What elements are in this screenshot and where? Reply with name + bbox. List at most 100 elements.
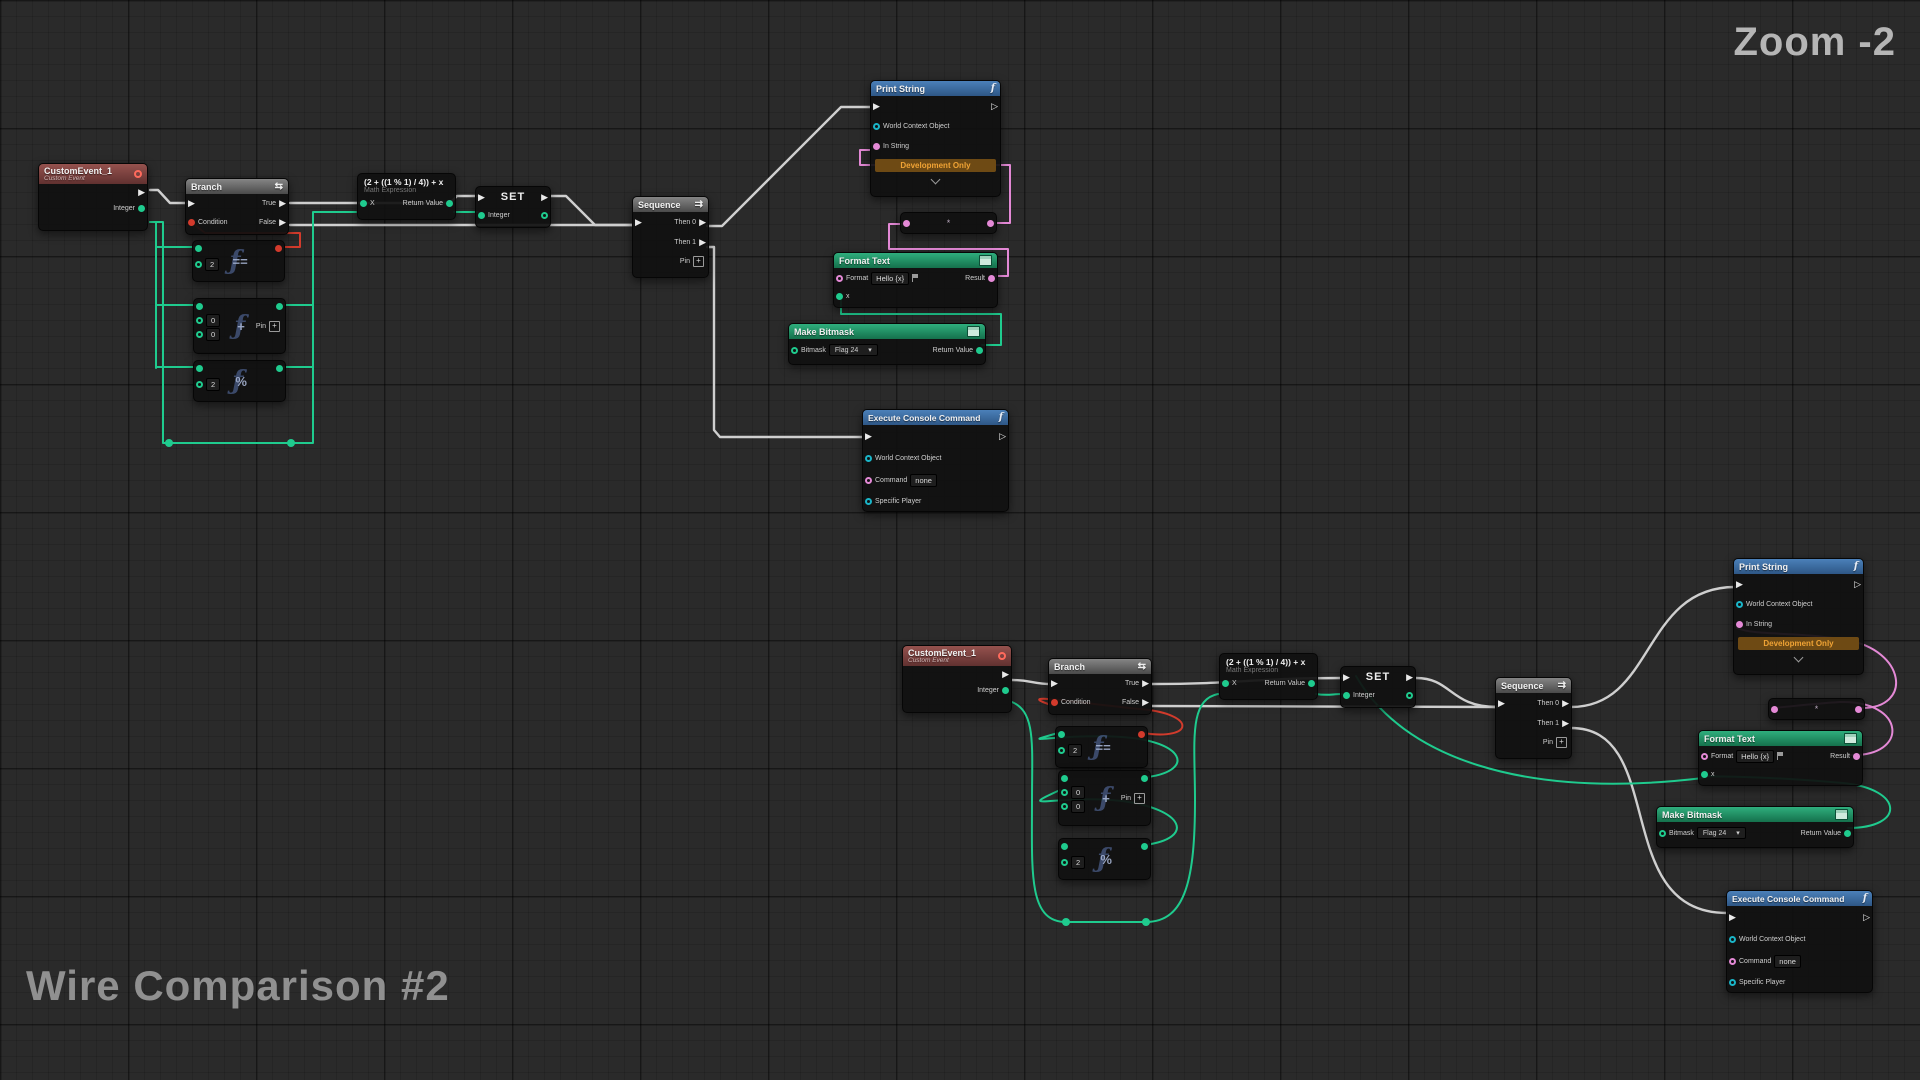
value-input[interactable]: 0 <box>206 327 221 341</box>
exec-out-pin[interactable]: ▷ <box>1863 911 1870 922</box>
operand-b-pin[interactable] <box>1061 802 1068 810</box>
value-out-pin[interactable] <box>1406 691 1413 699</box>
result-out-pin[interactable] <box>1141 842 1148 850</box>
then1-out-pin[interactable]: ▶ <box>1562 717 1569 728</box>
operand-b-pin[interactable] <box>1061 858 1068 866</box>
world-context-pin[interactable] <box>865 454 872 462</box>
format-pin[interactable] <box>836 274 843 282</box>
world-context-pin[interactable] <box>873 122 880 130</box>
exec-in-pin[interactable]: ▶ <box>188 198 195 208</box>
modulo-node[interactable]: ƒ% 2 <box>193 360 286 402</box>
operand-a-pin[interactable] <box>1061 788 1068 796</box>
operand-b-pin[interactable] <box>196 380 203 388</box>
world-context-pin[interactable] <box>1736 600 1743 608</box>
math-expression-node[interactable]: (2 + ((1 % 1) / 4)) + x Math Expression … <box>1219 653 1318 700</box>
bitmask-dropdown[interactable]: Flag 24▾ <box>828 344 878 356</box>
add-node[interactable]: ƒ+ 0 0 Pin+ <box>193 298 286 354</box>
to-text-node[interactable]: * <box>1768 698 1865 720</box>
operand-a-pin[interactable] <box>196 316 203 324</box>
add-pin-button[interactable]: + <box>1134 793 1145 804</box>
set-node[interactable]: ▶SET▶ Integer <box>1340 666 1416 708</box>
operand-in-pin[interactable] <box>1058 730 1065 738</box>
exec-out-pin[interactable]: ▶ <box>1002 668 1009 679</box>
set-node[interactable]: ▶SET▶ Integer <box>475 186 551 228</box>
sequence-node[interactable]: Sequence⇉ ▶Then 0▶ Then 1▶ Pin+ <box>632 196 709 278</box>
then0-out-pin[interactable]: ▶ <box>1562 697 1569 708</box>
exec-in-pin[interactable]: ▶ <box>865 430 872 441</box>
format-input[interactable]: Hello {x} <box>871 271 910 285</box>
add-pin-button[interactable]: + <box>693 255 704 267</box>
command-input[interactable]: none <box>1774 954 1801 968</box>
format-pin[interactable] <box>1701 752 1708 760</box>
operand-b-pin[interactable] <box>196 330 203 338</box>
false-out-pin[interactable]: ▶ <box>279 217 286 227</box>
result-out-pin[interactable] <box>1141 774 1148 782</box>
exec-in-pin[interactable]: ▶ <box>1051 678 1058 688</box>
operand-in-pin[interactable] <box>1061 774 1068 782</box>
integer-in-pin[interactable] <box>1343 691 1350 699</box>
value-input[interactable]: 0 <box>206 313 221 327</box>
command-pin[interactable] <box>1729 957 1736 965</box>
bitmask-pin[interactable] <box>1659 829 1666 837</box>
value-input[interactable]: 2 <box>205 257 220 271</box>
string-out-pin[interactable] <box>987 219 995 227</box>
x-in-pin[interactable] <box>1222 679 1229 687</box>
custom-event-node[interactable]: CustomEvent_1 Custom Event ▶ Integer <box>38 163 148 231</box>
result-out-pin[interactable] <box>988 274 995 282</box>
collapse-chevron-icon[interactable] <box>1793 652 1804 663</box>
string-in-pin[interactable] <box>1771 705 1778 713</box>
return-value-pin[interactable] <box>446 199 453 207</box>
then1-out-pin[interactable]: ▶ <box>699 236 706 247</box>
return-value-pin[interactable] <box>1844 829 1851 837</box>
exec-out-pin[interactable]: ▶ <box>541 191 548 202</box>
then0-out-pin[interactable]: ▶ <box>699 216 706 227</box>
exec-out-pin[interactable]: ▶ <box>138 186 145 197</box>
operand-in-pin[interactable] <box>1061 842 1068 850</box>
x-in-pin[interactable] <box>1701 770 1708 778</box>
result-out-pin[interactable] <box>276 364 283 372</box>
operand-in-pin[interactable] <box>196 364 203 372</box>
specific-player-pin[interactable] <box>1729 978 1736 986</box>
bitmask-dropdown[interactable]: Flag 24▾ <box>1696 827 1746 839</box>
result-out-pin[interactable] <box>1853 752 1860 760</box>
specific-player-pin[interactable] <box>865 497 872 505</box>
command-pin[interactable] <box>865 476 872 484</box>
condition-pin[interactable] <box>188 219 195 226</box>
to-text-node[interactable]: * <box>900 212 997 234</box>
integer-in-pin[interactable] <box>478 211 485 219</box>
add-pin-button[interactable]: + <box>269 321 280 332</box>
value-input[interactable]: 2 <box>1071 855 1086 869</box>
bitmask-pin[interactable] <box>791 346 798 354</box>
exec-out-pin[interactable]: ▷ <box>999 430 1006 441</box>
exec-out-pin[interactable]: ▷ <box>1854 578 1861 589</box>
integer-out-pin[interactable] <box>1002 686 1009 694</box>
return-value-pin[interactable] <box>1308 679 1315 687</box>
operand-in-pin[interactable] <box>196 302 203 310</box>
exec-in-pin[interactable]: ▶ <box>1498 697 1505 708</box>
value-input[interactable]: 0 <box>1071 799 1086 813</box>
operand-in-pin[interactable] <box>195 244 202 252</box>
result-out-pin[interactable] <box>276 302 283 310</box>
condition-pin[interactable] <box>1051 699 1058 706</box>
exec-in-pin[interactable]: ▶ <box>873 100 880 111</box>
exec-in-pin[interactable]: ▶ <box>1736 578 1743 589</box>
world-context-pin[interactable] <box>1729 935 1736 943</box>
exec-out-pin[interactable]: ▶ <box>1406 671 1413 682</box>
value-out-pin[interactable] <box>541 211 548 219</box>
value-input[interactable]: 2 <box>1068 743 1083 757</box>
modulo-node[interactable]: ƒ% 2 <box>1058 838 1151 880</box>
format-input[interactable]: Hello {x} <box>1736 749 1775 763</box>
exec-in-pin[interactable]: ▶ <box>635 216 642 227</box>
math-expression-node[interactable]: (2 + ((1 % 1) / 4)) + x Math Expression … <box>357 173 456 220</box>
add-pin-button[interactable]: + <box>1556 736 1567 748</box>
